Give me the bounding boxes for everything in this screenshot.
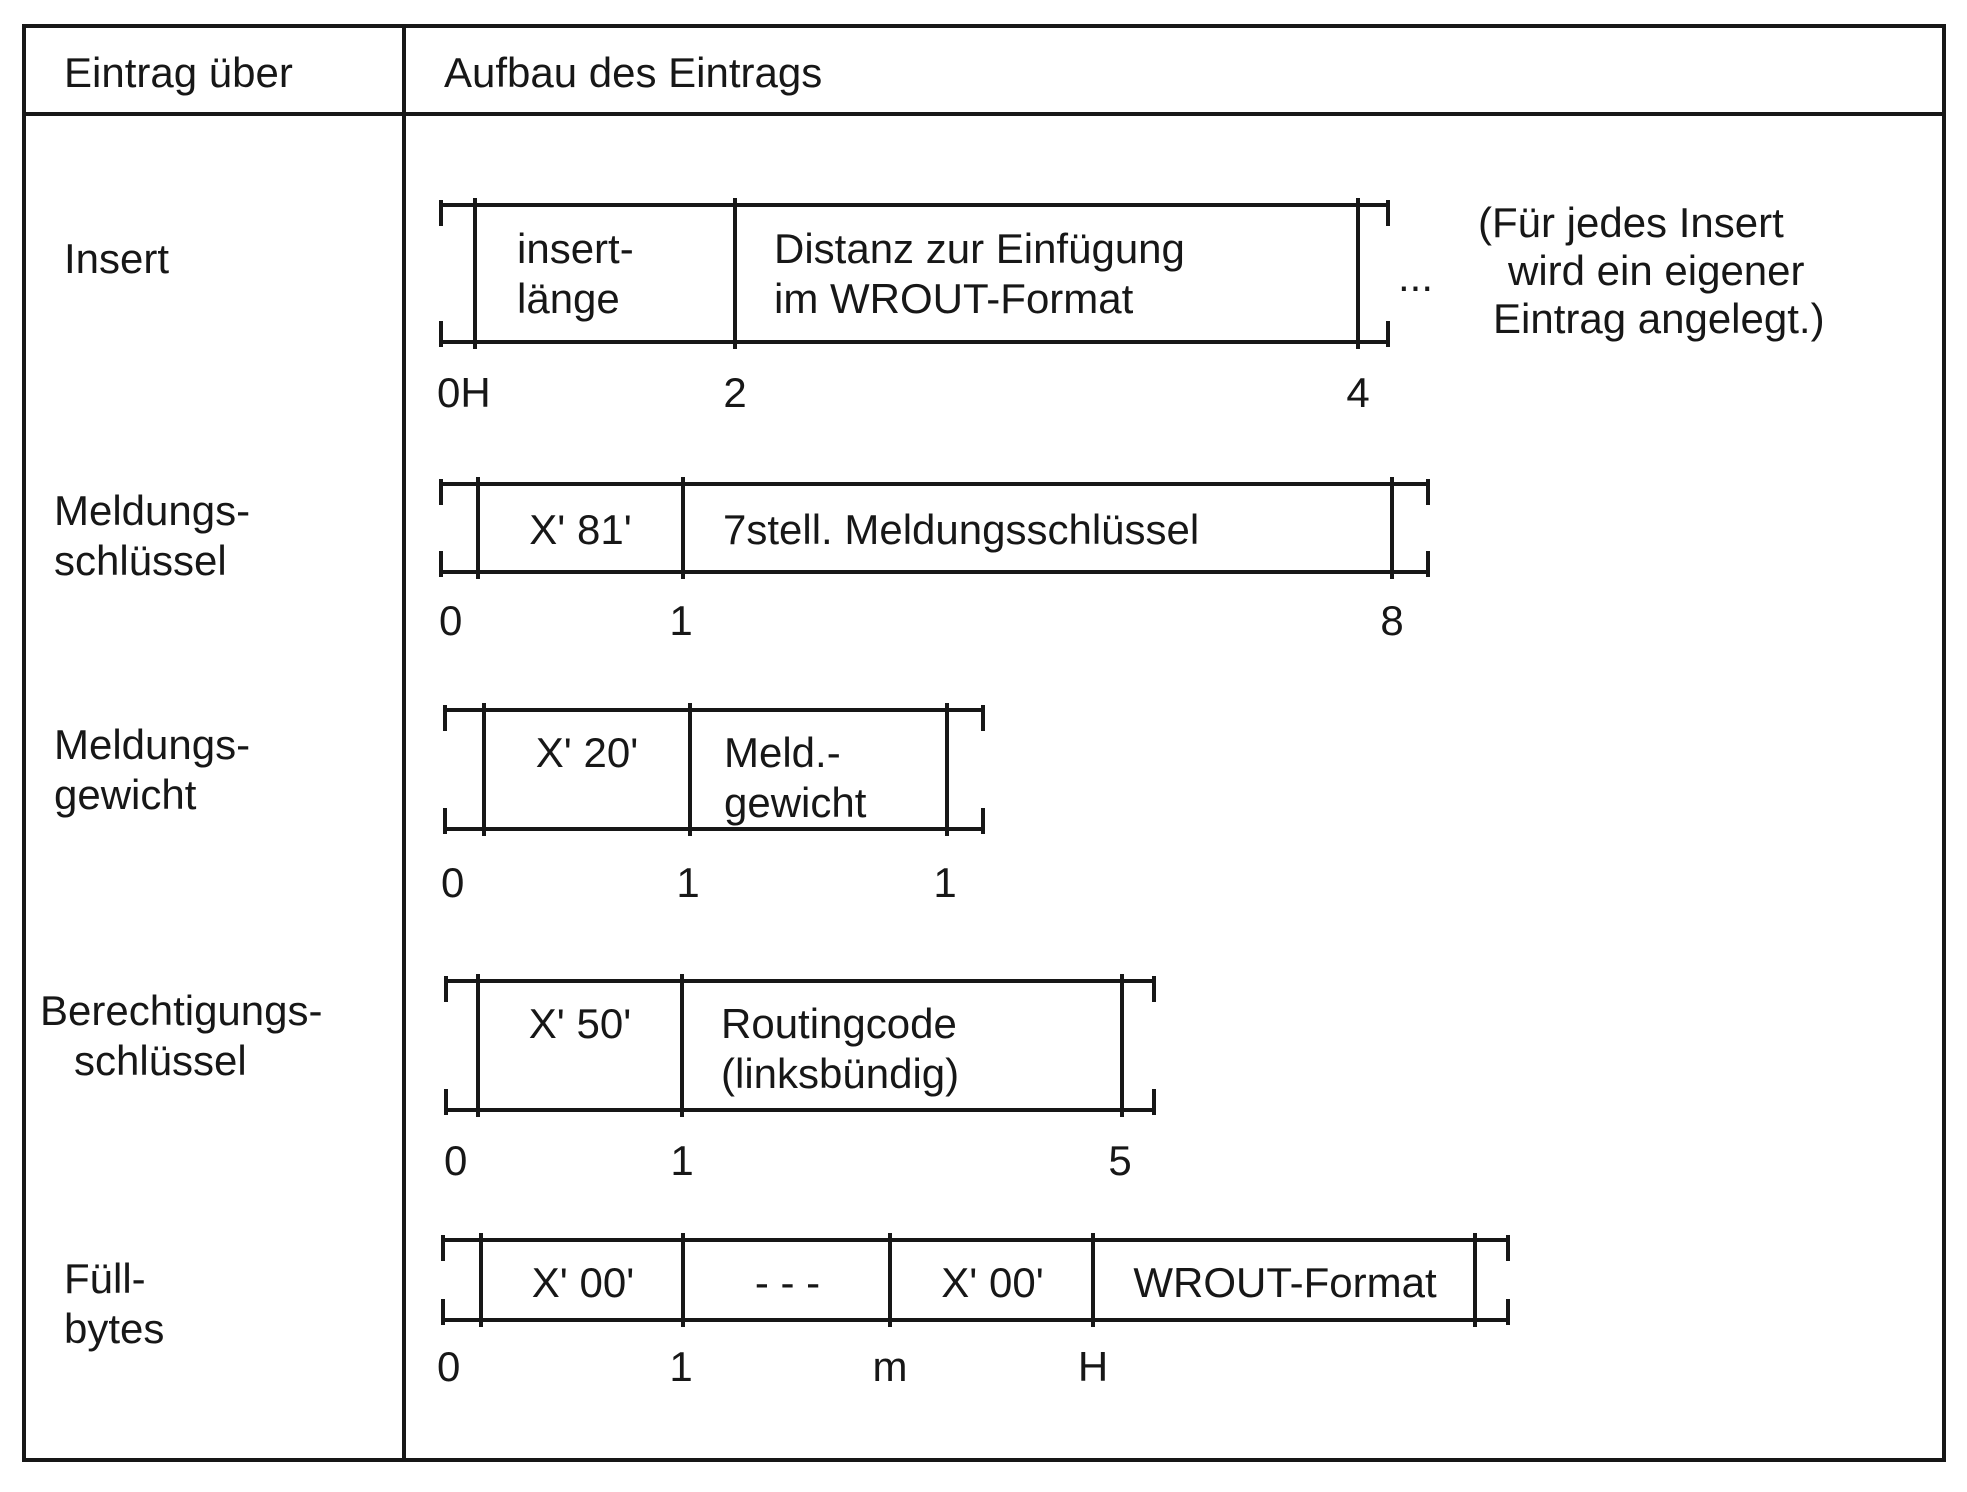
header-col-eintrag-ueber: Eintrag über	[64, 49, 293, 96]
byte-offset-label: 0	[437, 1343, 461, 1390]
field-cell-distanz: Distanz zur Einfügung im WROUT-Format	[774, 225, 1185, 322]
cell-divider	[681, 1233, 685, 1327]
field-cell-x00-b: X' 00'	[941, 1259, 1044, 1306]
repeat-ellipsis: ...	[1398, 253, 1434, 300]
row-label-berechtigungsschluessel-1: Berechtigungs-	[40, 987, 323, 1034]
cell-divider	[1356, 198, 1360, 349]
cell-divider	[476, 477, 480, 579]
row-label-insert: Insert	[64, 235, 170, 282]
field-cell-meldgewicht: Meld.- gewicht	[724, 729, 867, 826]
row-label-berechtigungsschluessel-2: schlüssel	[74, 1037, 247, 1084]
field-cell-routingcode: Routingcode (linksbündig)	[721, 1000, 960, 1097]
row-label-meldungsschluessel-2: schlüssel	[54, 537, 227, 584]
cell-divider	[680, 974, 684, 1117]
row-label-meldungsgewicht-1: Meldungs-	[54, 721, 251, 768]
byte-offset-label: 0	[441, 859, 465, 906]
byte-offset-label: m	[872, 1343, 908, 1390]
ruler-tick	[1152, 976, 1156, 1002]
ruler-tick	[981, 808, 985, 834]
insert-note-line-2: wird ein eigener	[1508, 247, 1805, 294]
byte-ruler-fuellbytes	[441, 1233, 1510, 1327]
row-label-fuellbytes-1: Füll-	[64, 1255, 146, 1302]
ruler-tick	[441, 1235, 445, 1261]
byte-offset-label: 4	[1346, 369, 1370, 416]
row-label-meldungsschluessel-1: Meldungs-	[54, 487, 251, 534]
ruler-tick	[1426, 551, 1430, 577]
byte-offset-label: H	[1077, 1343, 1109, 1390]
ruler-tick	[981, 705, 985, 731]
byte-offset-label: 1	[676, 859, 700, 906]
field-cell-wrout-format: WROUT-Format	[1133, 1259, 1437, 1306]
byte-ruler-meldungsschluessel	[439, 477, 1430, 579]
insert-note-line-3: Eintrag angelegt.)	[1493, 295, 1825, 342]
byte-offset-label: 0	[439, 597, 463, 644]
field-cell-x50: X' 50'	[528, 1000, 632, 1047]
cell-divider	[888, 1233, 892, 1327]
cell-divider	[479, 1233, 483, 1327]
row-label-fuellbytes-2: bytes	[64, 1305, 165, 1352]
ruler-tick	[443, 808, 447, 834]
byte-offset-label: 1	[669, 1343, 693, 1390]
column-divider	[402, 24, 406, 1462]
insert-note-line-1: (Für jedes Insert	[1478, 199, 1784, 246]
ruler-tick	[1386, 321, 1390, 347]
field-cell-x81: X' 81'	[529, 506, 632, 553]
cell-divider	[688, 703, 692, 836]
ruler-tick	[444, 976, 448, 1002]
ruler-tick	[439, 551, 443, 577]
byte-offset-label: 2	[723, 369, 747, 416]
ruler-tick	[1506, 1299, 1510, 1325]
byte-offset-label: 8	[1380, 597, 1404, 644]
ruler-tick	[439, 321, 443, 347]
byte-offset-label: 1	[669, 597, 693, 644]
field-cell-meldungsschluessel: 7stell. Meldungsschlüssel	[723, 506, 1200, 553]
cell-divider	[733, 198, 737, 349]
ruler-tick	[439, 200, 443, 226]
byte-ruler-insert	[439, 198, 1390, 349]
cell-divider	[681, 477, 685, 579]
byte-offset-label: 5	[1108, 1137, 1132, 1184]
byte-ruler-berechtigungsschluessel	[444, 974, 1156, 1117]
byte-offset-label: 1	[933, 859, 957, 906]
header-divider	[22, 112, 1946, 116]
byte-ruler-meldungsgewicht	[443, 703, 985, 836]
field-cell-x20: X' 20'	[535, 729, 639, 776]
ruler-tick	[444, 1089, 448, 1115]
row-label-meldungsgewicht-2: gewicht	[54, 771, 197, 818]
table-border	[22, 24, 1946, 1462]
field-cell-x00-a: X' 00'	[531, 1259, 635, 1306]
ruler-tick	[443, 705, 447, 731]
cell-divider	[482, 703, 486, 836]
cell-divider	[1473, 1233, 1477, 1327]
field-cell-dashes: - - -	[754, 1259, 821, 1306]
byte-offset-label: 0	[444, 1137, 468, 1184]
cell-divider	[945, 703, 949, 836]
cell-divider	[1390, 477, 1394, 579]
header-col-aufbau: Aufbau des Eintrags	[444, 49, 823, 96]
cell-divider	[476, 974, 480, 1117]
byte-offset-label: 1	[670, 1137, 694, 1184]
ruler-tick	[1506, 1235, 1510, 1261]
ruler-tick	[441, 1299, 445, 1325]
byte-offset-label: 0H	[437, 369, 491, 416]
field-cell-insert-laenge: insert- länge	[517, 225, 634, 322]
ruler-tick	[1152, 1089, 1156, 1115]
ruler-tick	[1426, 479, 1430, 505]
ruler-tick	[439, 479, 443, 505]
cell-divider	[1091, 1233, 1095, 1327]
cell-divider	[1120, 974, 1124, 1117]
ruler-tick	[1386, 200, 1390, 226]
cell-divider	[473, 198, 477, 349]
